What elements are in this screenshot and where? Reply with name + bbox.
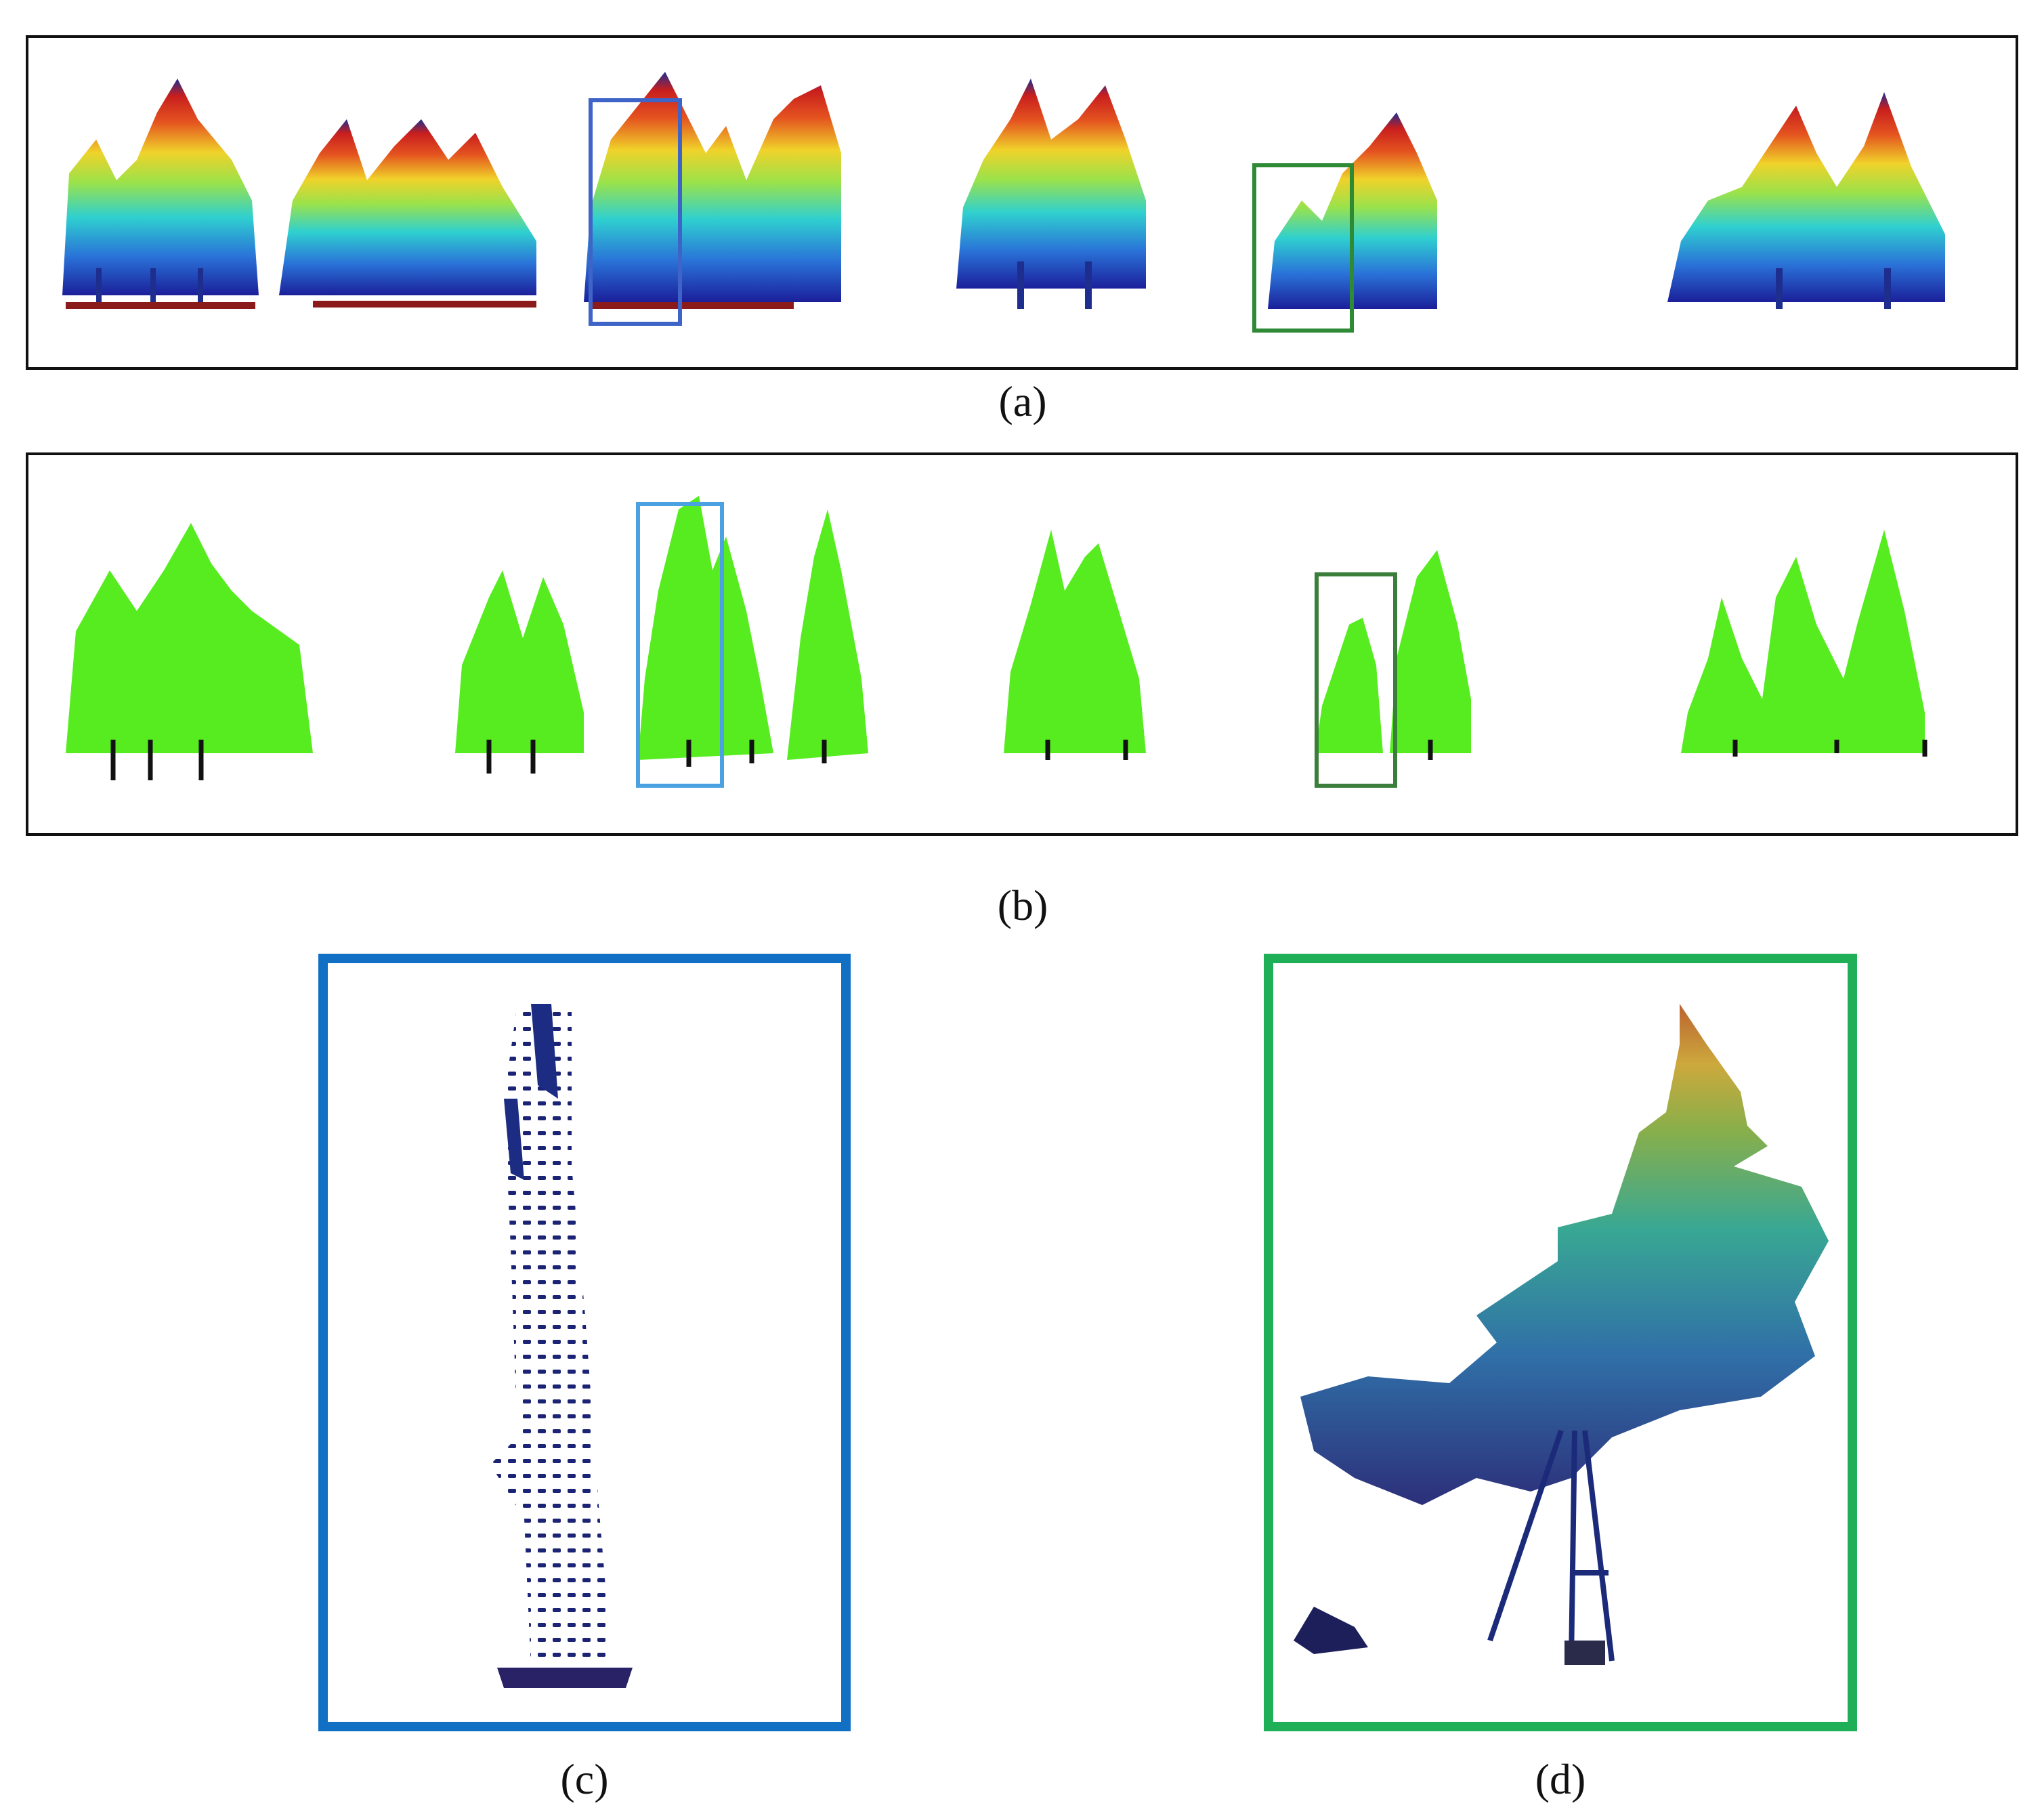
- panel-d-point-cloud-image: [1294, 1004, 1829, 1665]
- panel-c-trunk-closeup: [318, 954, 851, 1731]
- highlight-box-blue-b: [636, 502, 724, 788]
- panel-b-segmented-trees: [26, 452, 2018, 836]
- panel-b-point-cloud-image: [66, 496, 1928, 788]
- highlight-box-green-a: [1252, 163, 1354, 333]
- panel-c-point-cloud-image: [490, 1004, 633, 1688]
- panel-a-height-colored-point-cloud: [26, 35, 2018, 370]
- caption-c: (c): [560, 1755, 609, 1803]
- caption-b: (b): [997, 881, 1048, 929]
- highlight-box-blue-a: [589, 98, 682, 326]
- panel-d-tree-closeup: [1264, 954, 1857, 1731]
- caption-d: (d): [1535, 1755, 1586, 1803]
- highlight-box-green-b: [1315, 572, 1397, 788]
- panel-a-point-cloud-image: [62, 72, 1945, 333]
- caption-a: (a): [998, 377, 1047, 425]
